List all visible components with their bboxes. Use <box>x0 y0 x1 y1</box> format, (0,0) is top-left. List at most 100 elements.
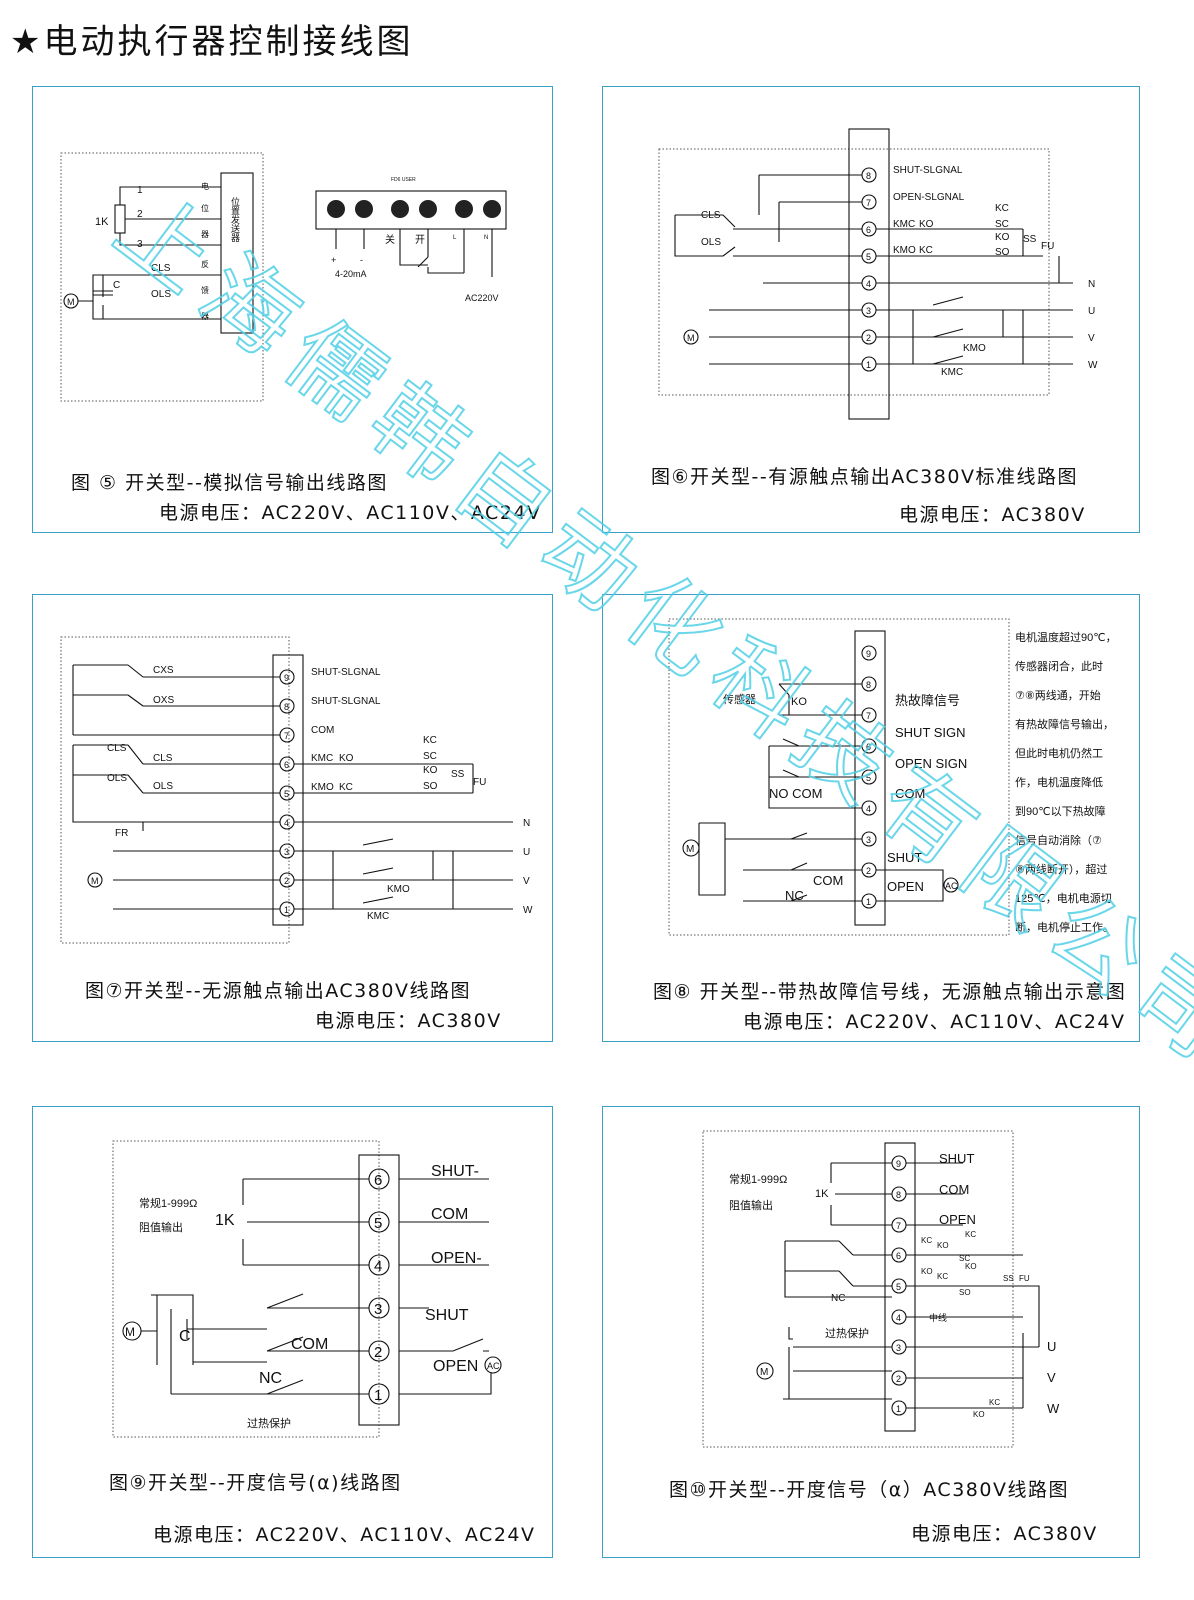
label-no-com: NO COM <box>769 786 822 801</box>
wiring-diagram-10: 9 8 7 6 5 4 3 2 1 M SHUT COM OPEN 1K KC … <box>702 1130 1060 1448</box>
label-v: V <box>523 876 530 887</box>
label-shut-signal: SHUT-SLGNAL <box>893 165 963 176</box>
label-com: COM <box>431 1206 468 1223</box>
voltage-8: 电源电压：AC220V、AC110V、AC24V <box>743 1011 1126 1033</box>
terminal-1: 1 <box>866 897 871 907</box>
terminal-8: 8 <box>866 680 871 690</box>
terminal-7: 7 <box>284 731 289 741</box>
terminal-strip <box>884 1142 916 1432</box>
label-kmo: KMO <box>311 782 334 793</box>
label-fr: FR <box>115 828 128 839</box>
label-ko: KO <box>339 753 354 764</box>
terminal-1: 1 <box>284 905 289 915</box>
label-kmc-bottom: KMC <box>367 911 389 922</box>
label-v: V <box>1088 333 1095 344</box>
controller-outline <box>60 152 264 402</box>
label-open: OPEN <box>939 1212 976 1227</box>
label-v: V <box>1047 1370 1056 1385</box>
label-sc: SC <box>423 751 437 762</box>
terminal-8: 8 <box>866 171 871 181</box>
label-close: 关 <box>385 233 395 246</box>
label-open-signal: OPEN-SLGNAL <box>893 192 965 203</box>
label-kc-top: KC <box>995 203 1009 214</box>
terminal-5: 5 <box>284 789 289 799</box>
transmitter-label: 位置发送器 <box>230 196 240 242</box>
label-sc: SC <box>995 219 1009 230</box>
label-kc: KC <box>919 245 933 256</box>
controller-outline <box>60 636 290 944</box>
note-line-1: 阻值输出 <box>139 1220 183 1234</box>
motor-symbol <box>756 1362 774 1380</box>
potentiometer <box>114 204 126 234</box>
label-ko-2: KO <box>921 1267 933 1276</box>
label-com: COM <box>311 725 334 736</box>
label-1k: 1K <box>815 1188 829 1200</box>
terminal-4: 4 <box>896 1313 901 1323</box>
note-line-0: 常规1-999Ω <box>729 1172 787 1186</box>
ac-label: AC <box>487 1361 500 1371</box>
diagram-panel-8: 9 8 7 6 5 4 3 2 1 M AC 传感器 KO 热故障信号 SHUT… <box>602 594 1140 1042</box>
vtext-1: 位 <box>201 203 209 213</box>
motor-label: M <box>686 844 694 855</box>
label-so: SO <box>423 781 438 792</box>
label-shut: SHUT <box>425 1307 469 1324</box>
terminal-block-title: FD6 USER <box>391 177 416 183</box>
note-line-10: 断，电机停止工作。 <box>1015 920 1114 934</box>
terminal-2: 2 <box>374 1344 382 1361</box>
motor-label: M <box>91 876 99 886</box>
label-open-minus: OPEN- <box>431 1250 482 1267</box>
terminal-3: 3 <box>284 847 289 857</box>
label-cls: CLS <box>701 210 721 221</box>
ac-label: AC <box>945 881 958 891</box>
label-1k: 1K <box>215 1212 235 1229</box>
label-kmo-bottom: KMO <box>387 884 410 895</box>
terminal-3: 3 <box>866 835 871 845</box>
terminal-4: 4 <box>866 804 871 814</box>
label-cxs: CXS <box>153 665 174 676</box>
label-ols: OLS <box>151 289 171 300</box>
terminal-block <box>315 190 507 230</box>
terminal-4: 4 <box>374 1258 382 1275</box>
label-u: U <box>1088 306 1095 317</box>
label-com: COM <box>939 1182 969 1197</box>
label-n: N <box>484 235 488 241</box>
terminal-strip <box>272 654 304 926</box>
label-kc: KC <box>339 782 353 793</box>
terminal-strip <box>848 128 890 420</box>
terminals: 9 8 7 6 5 4 3 2 1 <box>279 669 295 917</box>
label-shut: SHUT <box>887 850 922 865</box>
label-com: COM <box>895 786 925 801</box>
diagram-panel-9: 6 5 4 3 2 1 M C AC 1K SHUT- COM OPEN- SH… <box>32 1106 553 1558</box>
controller-outline <box>668 618 1010 936</box>
vtext-4: 馈 <box>201 285 209 295</box>
label-kc: KC <box>921 1236 932 1245</box>
wiring-diagram-5: 1K 1 2 3 M C CLS OLS 电 位 器 反 馈 器 位置发送器 F… <box>60 152 507 402</box>
label-ko-2: KO <box>995 232 1010 243</box>
terminal-5: 5 <box>374 1215 382 1232</box>
label-1k: 1K <box>95 216 109 228</box>
label-so: SO <box>995 247 1010 258</box>
label-cls-left: CLS <box>107 743 127 754</box>
label-kc-3: KC <box>937 1272 948 1281</box>
label-shut-sign: SHUT SIGN <box>895 725 966 740</box>
label-ss: SS <box>1003 1274 1014 1283</box>
voltage-6: 电源电压：AC380V <box>899 504 1086 526</box>
label-shut: SHUT <box>939 1151 974 1166</box>
terminal-2: 2 <box>866 333 871 343</box>
label-sensor: 传感器 <box>723 693 756 706</box>
label-so: SO <box>959 1288 971 1297</box>
label-nc: NC <box>259 1370 282 1387</box>
terminal-7: 7 <box>866 198 871 208</box>
label-wire-1: 1 <box>137 185 143 196</box>
label-kmc-bottom: KMC <box>941 367 963 378</box>
ac-source <box>943 877 959 893</box>
note-line-1: 阻值输出 <box>729 1198 773 1212</box>
label-shut-minus: SHUT- <box>431 1163 479 1180</box>
label-kc-top: KC <box>423 735 437 746</box>
controller-outline <box>658 148 1050 396</box>
note-line-8: ⑧两线断开），超过 <box>1015 862 1107 876</box>
label-capacitor: C <box>113 280 120 291</box>
label-w: W <box>1088 360 1098 371</box>
terminal-2: 2 <box>866 866 871 876</box>
motor-label: M <box>687 333 695 343</box>
